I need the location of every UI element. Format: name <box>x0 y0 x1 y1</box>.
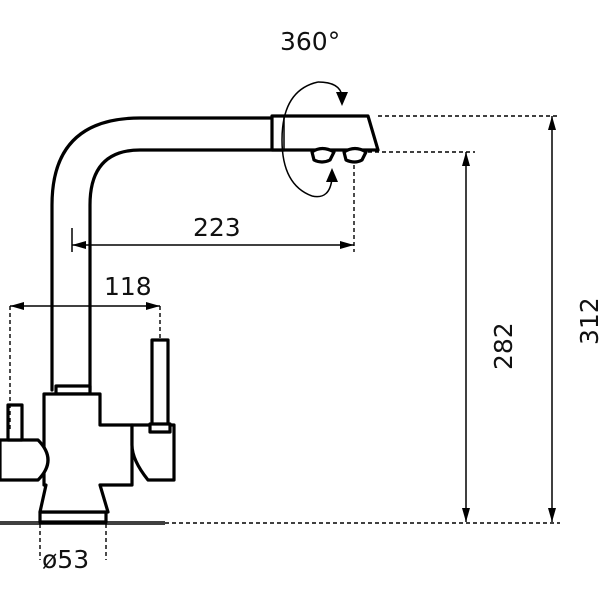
reach-arrow-right-icon <box>340 241 354 249</box>
diameter-label: ø53 <box>42 545 89 574</box>
reach-label: 223 <box>193 213 241 242</box>
dimension-outlet-height: 282 <box>165 151 560 524</box>
outlet-arrow-bottom-icon <box>462 508 470 522</box>
right-handle-lever <box>150 338 170 430</box>
spout-head <box>270 114 380 152</box>
left-handle-knob <box>0 438 50 482</box>
dimension-spout-reach: 223 <box>71 165 355 252</box>
offset-label: 118 <box>104 272 152 301</box>
rotation-arc-left <box>281 81 319 197</box>
total-arrow-top-icon <box>548 116 556 130</box>
rotation-arrow-bottom-icon <box>326 168 338 182</box>
dimension-base-diameter: ø53 <box>39 524 107 574</box>
spout-tube <box>50 116 286 392</box>
nozzle-left <box>310 146 336 164</box>
rotation-indicator: 360° <box>280 27 348 198</box>
total-arrow-bottom-icon <box>548 508 556 522</box>
rotation-arrow-top-icon <box>336 92 348 106</box>
left-handle-lever <box>6 403 24 442</box>
right-handle-body <box>130 423 176 482</box>
faucet <box>0 114 380 525</box>
outlet-arrow-top-icon <box>462 152 470 166</box>
nozzle-right <box>342 146 368 164</box>
reach-arrow-left-icon <box>72 241 86 249</box>
main-body <box>38 392 134 514</box>
outlet-nozzles <box>310 146 368 164</box>
right-handle-collar <box>148 422 172 434</box>
total-height-label: 312 <box>575 297 600 345</box>
offset-arrow-right-icon <box>146 302 160 310</box>
offset-arrow-left-icon <box>10 302 24 310</box>
dimension-total-height: 312 <box>378 115 600 522</box>
dimension-handle-offset: 118 <box>9 272 161 430</box>
rotation-label: 360° <box>280 27 340 56</box>
outlet-height-label: 282 <box>489 322 518 370</box>
